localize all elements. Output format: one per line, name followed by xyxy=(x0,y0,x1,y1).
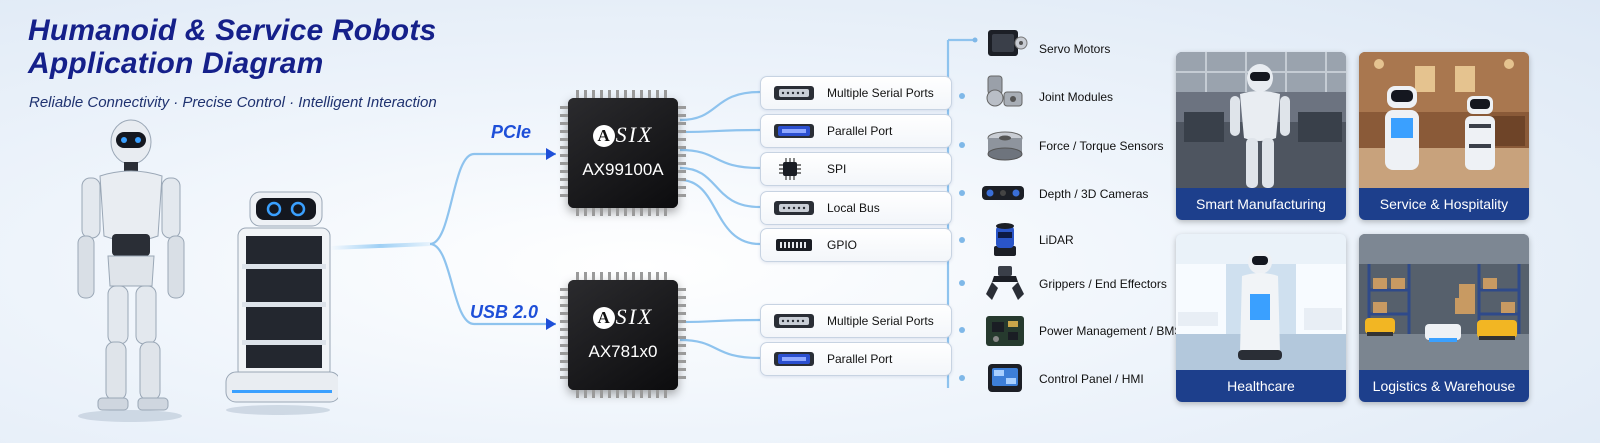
port-label: Parallel Port xyxy=(827,124,893,138)
port-label: GPIO xyxy=(827,238,858,252)
logistics-warehouse-photo xyxy=(1359,234,1529,370)
force-sensor-icon xyxy=(987,131,1023,161)
asix-logo-initial: A xyxy=(592,307,615,329)
power-board-icon xyxy=(986,316,1024,346)
control-panel-icon xyxy=(988,364,1022,392)
component-label-power-management-bms: Power Management / BMS xyxy=(1039,324,1183,338)
port-local-bus: Local Bus xyxy=(760,191,952,225)
port-label: Local Bus xyxy=(827,201,880,215)
title-line-1: Humanoid & Service Robots xyxy=(28,14,437,47)
chip-pins xyxy=(560,272,686,398)
pcie-bus-label: PCIe xyxy=(491,122,532,142)
chip-pins xyxy=(560,90,686,216)
app-card-caption: Logistics & Warehouse xyxy=(1359,370,1529,402)
service-hospitality-photo xyxy=(1359,52,1529,188)
app-card-smart-manufacturing: Smart Manufacturing xyxy=(1176,52,1346,220)
humanoid-robot-illustration xyxy=(77,119,185,422)
port-parallel: Parallel Port xyxy=(760,114,952,148)
asix-logo-text: SIX xyxy=(615,122,654,147)
title-line-2: Application Diagram xyxy=(28,47,324,80)
app-card-caption: Service & Hospitality xyxy=(1359,188,1529,220)
chip-part-number: AX781x0 xyxy=(588,342,658,361)
parallel-connector-icon xyxy=(774,352,814,366)
page-title: Humanoid & Service Robots Application Di… xyxy=(28,14,436,80)
chip-body xyxy=(568,98,678,208)
app-card-logistics-warehouse: Logistics & Warehouse xyxy=(1359,234,1529,402)
port-spi: SPI xyxy=(760,152,952,186)
usb-bus-label: USB 2.0 xyxy=(470,302,539,322)
chip-body xyxy=(568,280,678,390)
port-gpio: GPIO xyxy=(760,228,952,262)
port-label: Multiple Serial Ports xyxy=(827,314,934,328)
subtitle: Reliable Connectivity · Precise Control … xyxy=(29,94,437,111)
component-label-joint-modules: Joint Modules xyxy=(1039,90,1114,104)
app-card-healthcare: Healthcare xyxy=(1176,234,1346,402)
serial-connector-icon xyxy=(774,314,814,328)
joint-module-icon xyxy=(986,75,1023,107)
component-label-force-torque-sensors: Force / Torque Sensors xyxy=(1039,139,1164,153)
serial-connector-icon xyxy=(774,86,814,100)
component-label-depth-3d-cameras: Depth / 3D Cameras xyxy=(1039,187,1149,201)
gpio-header-icon xyxy=(776,239,812,251)
asix-logo-text: SIX xyxy=(615,304,654,329)
lidar-icon xyxy=(994,223,1016,256)
port-multiple-serial-usb: Multiple Serial Ports xyxy=(760,304,952,338)
gripper-icon xyxy=(986,266,1024,300)
port-parallel-usb: Parallel Port xyxy=(760,342,952,376)
port-multiple-serial: Multiple Serial Ports xyxy=(760,76,952,110)
component-label-lidar: LiDAR xyxy=(1039,233,1074,247)
depth-camera-icon xyxy=(982,186,1024,200)
servo-motor-icon xyxy=(988,30,1028,56)
component-label-control-panel-hmi: Control Panel / HMI xyxy=(1039,372,1144,386)
port-label: Parallel Port xyxy=(827,352,893,366)
component-label-grippers-end-effectors: Grippers / End Effectors xyxy=(1039,277,1167,291)
asix-logo-initial: A xyxy=(592,125,615,147)
spi-chip-icon xyxy=(779,158,801,180)
smart-manufacturing-photo xyxy=(1176,52,1346,188)
app-card-caption: Healthcare xyxy=(1176,370,1346,402)
port-label: SPI xyxy=(827,162,847,176)
chip-part-number: AX99100A xyxy=(582,160,664,179)
service-robot-illustration xyxy=(225,191,338,415)
app-card-service-hospitality: Service & Hospitality xyxy=(1359,52,1529,220)
local-bus-connector-icon xyxy=(774,201,814,215)
app-card-caption: Smart Manufacturing xyxy=(1176,188,1346,220)
parallel-connector-icon xyxy=(774,124,814,138)
port-label: Multiple Serial Ports xyxy=(827,86,934,100)
component-label-servo-motors: Servo Motors xyxy=(1039,42,1111,56)
healthcare-photo xyxy=(1176,234,1346,370)
